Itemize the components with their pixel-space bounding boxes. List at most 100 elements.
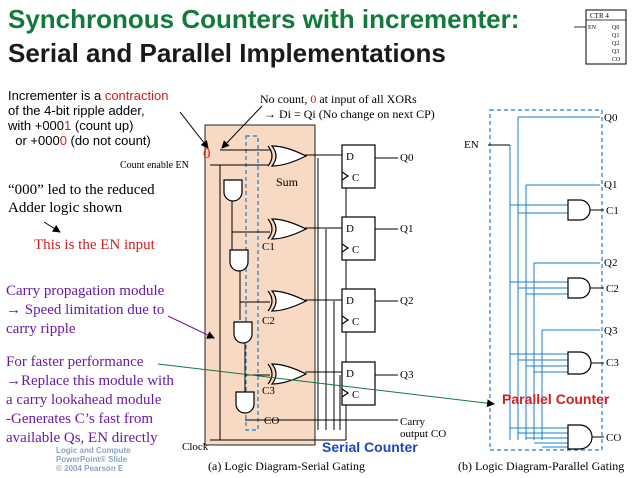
incrementer-dashed-box [245, 135, 259, 431]
sum-label: Sum [276, 175, 299, 189]
carry-label-c3: C3 [262, 385, 275, 397]
inc-l3b: 1 [64, 118, 72, 133]
p-and-c3 [567, 351, 592, 375]
dff-1-d: D [346, 223, 354, 235]
parallel-c1: C1 [606, 205, 619, 217]
serial-counter-label: Serial Counter [322, 439, 418, 455]
nocount-l1c: at input of all XORs [316, 92, 417, 106]
p-and-co [567, 424, 593, 450]
faster-l2: →Replace this module with [6, 373, 174, 389]
carry-l1: Carry propagation module [6, 283, 165, 299]
xor-gate-0 [270, 145, 308, 167]
serial-flipflops [341, 144, 376, 406]
nocount-l1b: 0 [310, 92, 317, 106]
inc-l1a: Incrementer is a [8, 88, 105, 103]
inc-l3c: (count up) [71, 118, 134, 133]
dff-0 [341, 144, 376, 189]
serial-q1: Q1 [400, 223, 413, 235]
carry-label-c2: C2 [262, 315, 275, 327]
parallel-c2: C2 [606, 283, 619, 295]
reduced-logic-note: “000” led to the reduced Adder logic sho… [8, 181, 155, 217]
arrow-carry [167, 315, 215, 339]
inc-l4a: or +000 [8, 133, 60, 148]
serial-q3: Q3 [400, 369, 414, 381]
ctr4-q3: Q3 [612, 49, 619, 55]
parallel-q1: Q1 [604, 179, 617, 191]
parallel-dashed-box [489, 109, 603, 451]
serial-and-gates [223, 179, 255, 414]
arrow-faster [157, 363, 495, 408]
serial-xor-gates [267, 145, 308, 385]
carry-out-l1: Carry [400, 416, 426, 428]
arrow-incrementer [179, 111, 209, 149]
dff-2-d: D [346, 295, 354, 307]
p-and-c2 [567, 277, 591, 299]
inc-l3a: with +000 [8, 118, 65, 133]
parallel-and-gates [567, 199, 593, 450]
watermark: Logic and Compute PowerPoint® Slide © 20… [56, 446, 131, 473]
dff-1-c: C [352, 244, 359, 256]
dff-0-d: D [346, 151, 354, 163]
serial-q2: Q2 [400, 295, 413, 307]
dff-2 [341, 288, 376, 333]
dff-3-d: D [346, 368, 354, 380]
faster-l1: For faster performance [6, 354, 144, 370]
parallel-q0: Q0 [604, 112, 618, 124]
carry-out-l2: output CO [400, 428, 446, 440]
and-gate-4 [235, 391, 255, 414]
carry-l3: carry ripple [6, 321, 76, 337]
inc-l2: of the 4-bit ripple adder, [8, 103, 145, 118]
zero-marker: 0 [203, 146, 211, 162]
dff-3-c: C [352, 389, 359, 401]
faster-l3: a carry lookahead module [6, 392, 162, 408]
inc-l4b: 0 [59, 133, 67, 148]
dff-2-c: C [352, 316, 359, 328]
parallel-q2: Q2 [604, 257, 617, 269]
incrementer-note: Incrementer is a contraction of the 4-bi… [8, 88, 168, 148]
parallel-caption: (b) Logic Diagram-Parallel Gating [458, 459, 624, 473]
slide-title-line2: Serial and Parallel Implementations [8, 38, 446, 68]
nocount-l1a: No count, [260, 92, 311, 106]
and-gate-3 [233, 321, 253, 344]
clock-label: Clock [182, 441, 209, 453]
carry-propagation-note: Carry propagation module → Speed limitat… [6, 282, 164, 339]
reduced-l1: “000” led to the reduced [8, 182, 155, 198]
serial-highlight-region [204, 124, 316, 446]
and-gate-1 [223, 179, 243, 202]
faster-l4: -Generates C’s fast from [6, 411, 154, 427]
ctr4-co: CO [612, 57, 621, 63]
ctr4-symbol-icon: CTR 4 EN Q0 Q1 Q2 Q3 CO [574, 9, 627, 65]
ctr4-en: EN [588, 25, 597, 31]
serial-q0: Q0 [400, 152, 414, 164]
parallel-co: CO [606, 432, 621, 444]
inc-l4c: (do not count) [66, 133, 151, 148]
slide-title-line1: Synchronous Counters with incrementer: [8, 4, 520, 34]
ctr4-label: CTR 4 [590, 12, 609, 20]
arrow-reduced [43, 221, 61, 233]
and-gate-2 [229, 249, 249, 272]
ctr4-q2: Q2 [612, 41, 619, 47]
count-enable-label: Count enable EN [120, 160, 189, 171]
carry-l2: → Speed limitation due to [6, 302, 165, 318]
faster-performance-note: For faster performance →Replace this mod… [6, 353, 174, 448]
inc-l1b: contraction [104, 88, 169, 103]
p-and-c1 [567, 199, 591, 221]
ctr4-q0: Q0 [612, 25, 619, 31]
carry-label-c1: C1 [262, 241, 275, 253]
dff-0-c: C [352, 172, 359, 184]
parallel-counter-label: Parallel Counter [502, 391, 610, 407]
parallel-en: EN [464, 139, 479, 151]
watermark-l3: © 2004 Pearson E [56, 464, 124, 473]
xor-gate-2 [270, 290, 308, 312]
dff-1 [341, 216, 376, 261]
arrow-nocount [221, 105, 263, 149]
ctr4-q1: Q1 [612, 33, 619, 39]
faster-l5: available Qs, EN directly [6, 430, 158, 446]
dff-3 [341, 361, 376, 406]
parallel-c3: C3 [606, 357, 619, 369]
watermark-l1: Logic and Compute [56, 446, 131, 455]
no-count-note: No count, 0 at input of all XORs → Di = … [260, 92, 435, 122]
serial-caption: (a) Logic Diagram-Serial Gating [208, 459, 365, 473]
nocount-l2: → Di = Qi (No change on next CP) [264, 107, 435, 121]
